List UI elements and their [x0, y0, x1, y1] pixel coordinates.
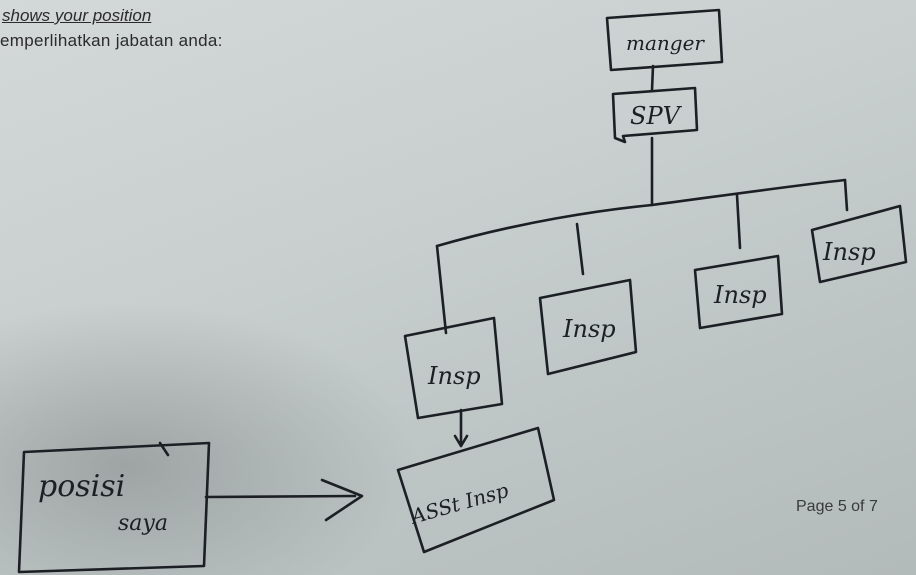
- spv-label: SPV: [630, 102, 683, 130]
- instruction-indonesian: emperlihatkan jabatan anda:: [0, 31, 223, 50]
- asst-insp-node: ASSt Insp: [396, 426, 556, 554]
- connector-insp-3: [735, 193, 742, 250]
- spv-node: SPV: [611, 86, 699, 144]
- note-word-1: posisi: [38, 469, 125, 504]
- insp-node-2: Insp: [538, 278, 638, 376]
- connector-insp-4: [843, 178, 849, 212]
- connector-insp-1: [435, 244, 448, 335]
- page-number: Page 5 of 7: [796, 498, 878, 515]
- connector-insp-2: [575, 222, 585, 276]
- insp-label-2: Insp: [562, 315, 616, 343]
- pointer-arrow: [204, 478, 364, 522]
- connector-manager-spv: [650, 64, 655, 92]
- insp-label-4: Insp: [822, 238, 876, 266]
- insp-node-4: Insp: [810, 204, 908, 284]
- note-word-2: saya: [118, 511, 168, 536]
- manager-node: manger: [605, 8, 724, 72]
- insp-label-3: Insp: [713, 281, 767, 309]
- branch-line: [435, 178, 847, 248]
- insp-label-1: Insp: [427, 362, 481, 390]
- asst-insp-label: ASSt Insp: [407, 478, 512, 529]
- connector-insp-asst: [453, 408, 469, 448]
- instruction-english: shows your position: [2, 6, 152, 25]
- insp-node-3: Insp: [693, 254, 784, 330]
- insp-node-1: Insp: [403, 316, 504, 420]
- manager-label: manger: [626, 31, 705, 55]
- my-position-note: posisi saya: [17, 441, 211, 574]
- note-mark: [158, 441, 170, 457]
